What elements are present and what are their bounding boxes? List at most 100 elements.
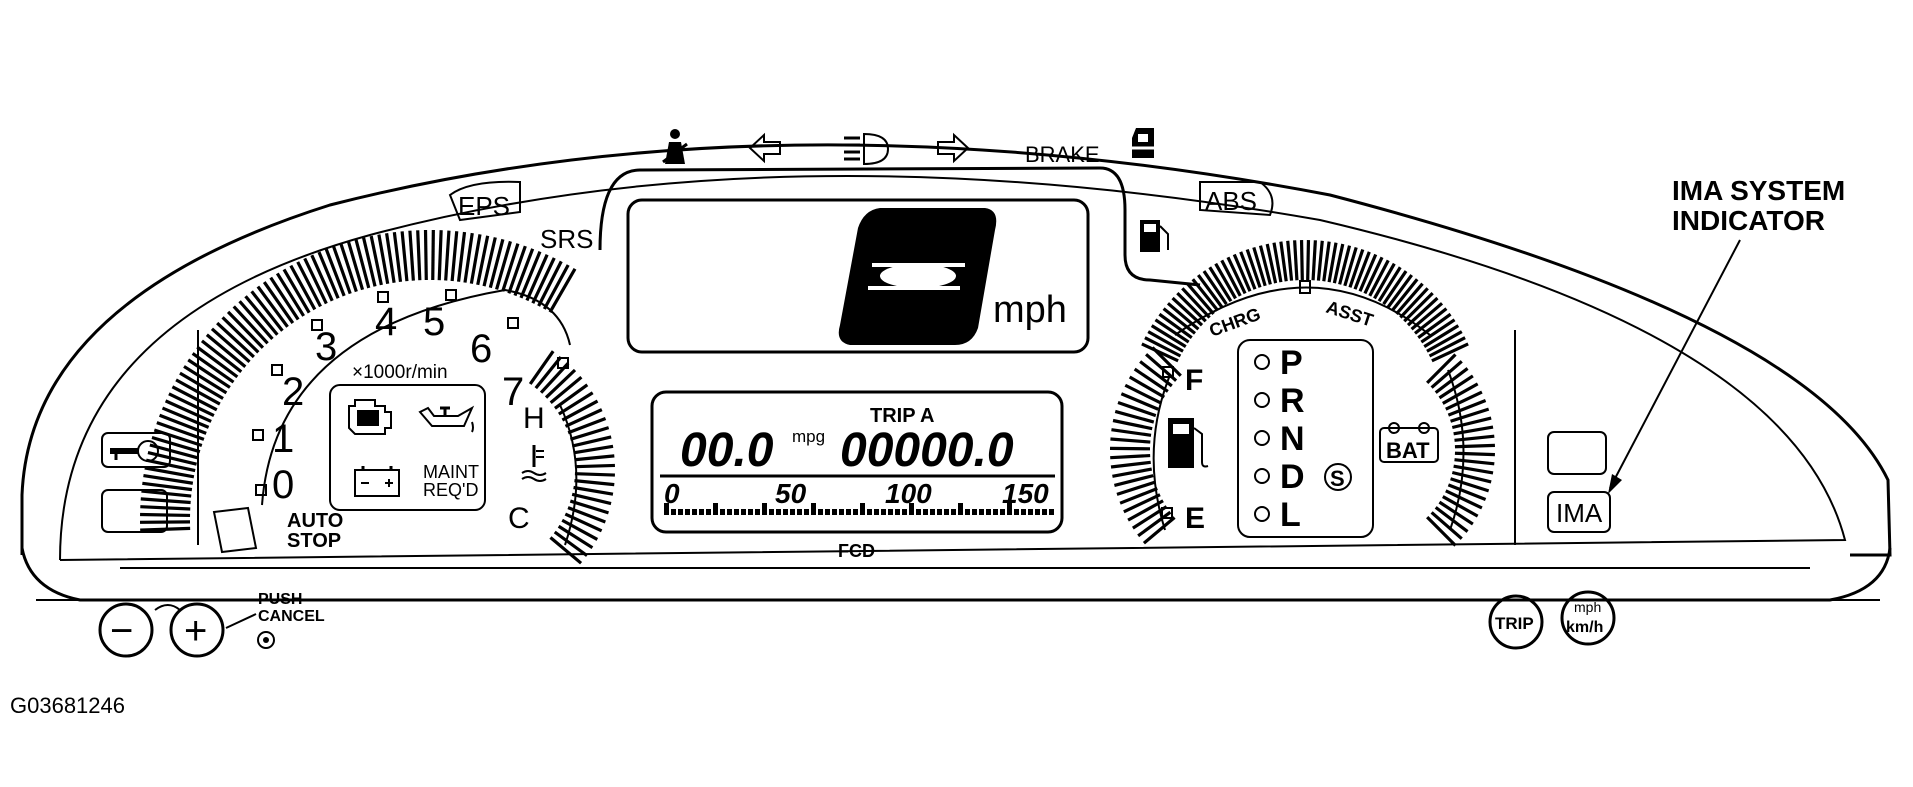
brake-indicator-label: BRAKE: [1025, 142, 1100, 167]
callout-label-line2: INDICATOR: [1672, 205, 1825, 236]
temp-bar-segment: [557, 391, 594, 416]
battery-bar-segment: [1430, 511, 1463, 540]
ima-assist-label: ASST: [1324, 297, 1376, 331]
fce-bar-segment: [958, 503, 963, 515]
battery-bar-segment: [1426, 353, 1457, 384]
tach-bar-segment: [161, 406, 210, 429]
maint-reqd-label-line2: REQ'D: [423, 480, 478, 500]
fce-bar-segment: [1021, 509, 1026, 515]
fce-bar-segment: [951, 509, 956, 515]
ima-bar-segment: [1252, 246, 1267, 287]
right-turn-arrow-icon: [937, 132, 970, 164]
gear-position-lamps: [1254, 354, 1270, 522]
ima-bar-segment: [1311, 240, 1317, 281]
tach-bar-segment: [408, 230, 415, 281]
fce-bar-segment: [888, 509, 893, 515]
fuel-empty-marker: [1161, 507, 1173, 519]
tach-bar-segment: [151, 435, 201, 454]
battery-bar-segment: [1454, 451, 1495, 457]
temp-bar-segment: [549, 375, 583, 405]
battery-indicator-label: BAT: [1386, 438, 1430, 463]
tachometer-inner-arc: [261, 288, 571, 506]
immobilizer-lamp: [101, 432, 171, 468]
tach-bar-segment: [385, 233, 396, 283]
tach-bar-segment: [289, 264, 317, 311]
fce-bar-segment: [867, 509, 872, 515]
brightness-plus-button[interactable]: [169, 602, 225, 658]
fce-bar-segment: [993, 509, 998, 515]
battery-bar-segment: [1451, 470, 1492, 484]
mpg-unit: mpg: [792, 427, 825, 446]
fuel-bar-segment: [1113, 474, 1154, 487]
temp-bar-segment: [573, 485, 614, 496]
ima-bar-segment: [1154, 318, 1190, 344]
ima-bar-segment: [1202, 270, 1228, 306]
ima-bar-segment: [1258, 245, 1272, 285]
sport-mode-label: S: [1330, 466, 1345, 491]
fce-bar-segment: [1007, 503, 1012, 515]
tach-bar-segment: [400, 231, 409, 282]
tach-bar-segment: [513, 248, 535, 297]
tach-bar-segment: [416, 230, 422, 281]
seatbelt-icon: [662, 129, 688, 164]
ima-bar-segment: [1322, 241, 1331, 282]
temp-gauge-inner-arc: [559, 404, 578, 546]
gear-selector-panel: [1237, 339, 1374, 538]
mpg-value: 00.0: [680, 424, 774, 477]
tach-bar-segment: [175, 378, 221, 406]
right-blank-lamp: [1547, 431, 1607, 475]
fce-bar-segment: [965, 509, 970, 515]
gear-low: L: [1280, 496, 1301, 534]
temp-bar-segment: [534, 355, 563, 390]
maint-reqd-label-line1: MAINT: [423, 462, 479, 482]
tach-bar-segment: [495, 240, 512, 290]
battery-bar-segment: [1447, 398, 1487, 417]
fuel-bar-segment: [1110, 460, 1151, 469]
ima-bar-segment: [1417, 312, 1452, 339]
battery-bar-segment: [1445, 390, 1483, 411]
tach-bar-segment: [187, 358, 231, 389]
fce-bar-segment: [741, 509, 746, 515]
tach-bar-segment: [183, 365, 228, 395]
ima-bar-segment: [1406, 296, 1439, 327]
ima-bar-segment: [1373, 262, 1396, 300]
bottom-control-bracket: [154, 604, 181, 611]
fuel-bar-segment: [1131, 505, 1168, 530]
ima-bar-segment: [1214, 262, 1237, 300]
tach-bar-segment: [143, 474, 194, 485]
ima-bar-segment: [1395, 282, 1424, 316]
odometer-value: 00000.0: [840, 424, 1014, 477]
tach-bar-segment: [196, 345, 239, 379]
unit-toggle-button[interactable]: [1560, 590, 1616, 646]
tach-bar-segment: [369, 235, 383, 286]
ima-bar-segment: [1368, 259, 1390, 297]
ima-bar-segment: [1150, 324, 1187, 348]
ima-bar-segment: [1399, 287, 1429, 319]
tach-bar-segment: [317, 251, 340, 299]
battery-bar-segment: [1426, 516, 1457, 547]
callout-label-line1: IMA SYSTEM: [1672, 175, 1845, 206]
cluster-outer-housing: [20, 143, 1892, 557]
fce-bar-segment: [1035, 509, 1040, 515]
fce-bar-segment: [1028, 509, 1033, 515]
fce-bar-segment: [846, 509, 851, 515]
brightness-minus-button[interactable]: [98, 602, 154, 658]
trip-button[interactable]: [1488, 594, 1544, 650]
auto-stop-label-line1: AUTO: [287, 510, 343, 532]
push-cancel-knob[interactable]: [257, 631, 275, 649]
fce-bar-segment: [1014, 509, 1019, 515]
unit-toggle-label-bottom: km/h: [1566, 619, 1603, 636]
top-indicator-strip: [598, 166, 1201, 287]
battery-bar-segment: [1450, 407, 1490, 423]
fuel-bar-segment: [1127, 499, 1164, 522]
battery-bar-segment: [1454, 458, 1495, 466]
tach-bar-segment: [232, 305, 269, 345]
tach-bar-segment: [221, 316, 260, 354]
temp-gauge-bar-segments: [528, 350, 615, 565]
ima-bar-segment: [1279, 241, 1288, 282]
tach-bar-segment: [346, 241, 365, 291]
ima-bar-segment: [1420, 318, 1456, 344]
eps-indicator-label: EPS: [458, 191, 510, 221]
tach-bar-segment: [310, 254, 334, 302]
tach-bar-segment: [256, 285, 289, 328]
